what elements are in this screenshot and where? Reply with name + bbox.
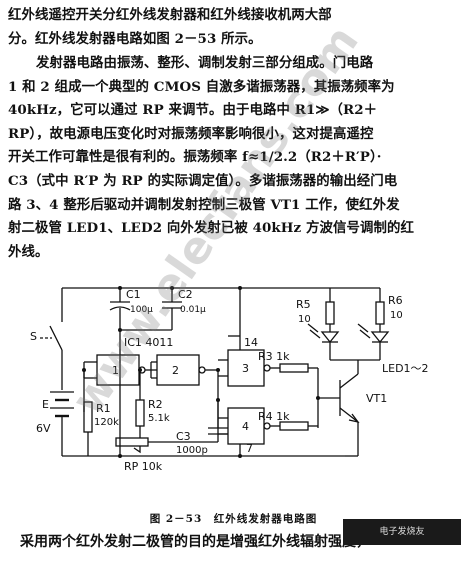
r4-label: R4 1k — [258, 410, 290, 423]
text-line: 红外线遥控开关分红外线发射器和红外线接收机两大部 — [8, 7, 332, 23]
battery-value: 6V — [36, 422, 51, 435]
ic-label: IC1 4011 — [124, 336, 173, 349]
figure-caption: 图 2－53 红外线发射器电路图 — [149, 513, 318, 525]
c2-label: C2 — [178, 288, 193, 301]
r5-value: 10 — [298, 314, 311, 325]
pin7-label: 7 — [246, 442, 253, 455]
r3-label: R3 1k — [258, 350, 290, 363]
rp-label: RP 10k — [124, 460, 163, 473]
closing-text-line: 采用两个红外发射二极管的目的是增强红外线辐射强度， — [20, 534, 370, 550]
text-line: 分。红外线发射器电路如图 2－53 所示。 — [8, 30, 262, 47]
text-line: 射二极管 LED1、LED2 向外发射已被 40kHz 方波信号调制的红 — [8, 220, 414, 237]
r1-value: 120k — [94, 417, 119, 428]
c1-label: C1 — [126, 288, 141, 301]
text-line: 路 3、4 整形后驱动并调制发射控制三极管 VT1 工作，使红外发 — [8, 196, 400, 213]
text-line: RP），故电源电压变化时对振荡频率影响很小，这对提高遥控 — [8, 125, 374, 142]
text-line: 1 和 2 组成一个典型的 CMOS 自激多谐振荡器，其振荡频率为 — [8, 78, 395, 95]
gate1-label: 1 — [112, 364, 119, 377]
gate2-label: 2 — [172, 364, 179, 377]
site-stamp: 电子发烧友 — [343, 519, 461, 545]
switch-label: S — [30, 330, 37, 343]
description-paragraph: 发射器电路由振荡、整形、调制发射三部分组成。门电路 1 和 2 组成一个典型的 … — [8, 52, 460, 264]
r6-label: R6 — [388, 294, 403, 307]
pin14-label: 14 — [244, 336, 258, 349]
text-line: 40kHz，它可以通过 RP 来调节。由于电路中 R1≫（R2＋ — [8, 102, 378, 119]
text-line: 发射器电路由振荡、整形、调制发射三部分组成。门电路 — [36, 55, 374, 71]
gate4-label: 4 — [242, 420, 249, 433]
c2-value: 0.01μ — [180, 305, 206, 315]
r1-label: R1 — [96, 402, 111, 415]
c1-value: 100μ — [130, 305, 153, 315]
c3-value: 1000p — [176, 445, 208, 456]
text-line: 开关工作可靠性是很有利的。振荡频率 f≈1/2.2（R2＋R′P）· — [8, 149, 382, 166]
c3-label: C3 — [176, 430, 191, 443]
r2-label: R2 — [148, 398, 163, 411]
r5-label: R5 — [296, 298, 311, 311]
r2-value: 5.1k — [148, 413, 170, 424]
circuit-diagram: S C1 100μ C2 0.01μ IC1 4011 1 2 3 4 14 7… — [30, 286, 429, 473]
r6-value: 10 — [390, 310, 403, 321]
text-line: 外线。 — [8, 243, 49, 260]
gate3-label: 3 — [242, 362, 249, 375]
vt1-label: VT1 — [366, 392, 387, 405]
battery-label: E — [42, 398, 49, 411]
text-line: C3（式中 R′P 为 RP 的实际调定值）。多谐振荡器的输出经门电 — [8, 172, 398, 189]
intro-paragraph: 红外线遥控开关分红外线发射器和红外线接收机两大部 分。红外线发射器电路如图 2－… — [8, 4, 460, 51]
led-label: LED1～2 — [382, 362, 429, 375]
